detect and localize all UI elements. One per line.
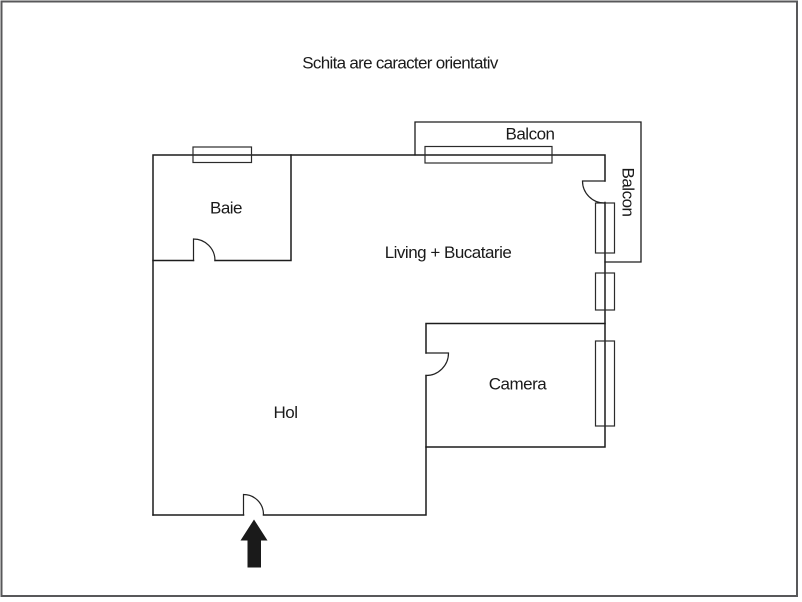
window-camera <box>594 340 616 427</box>
windows <box>192 145 616 427</box>
page-title: Schita are caracter orientativ <box>302 54 499 73</box>
door-baie <box>192 238 216 262</box>
entrance-arrow-icon <box>240 519 268 568</box>
window-balcony-top <box>424 145 553 164</box>
door-balcony <box>581 180 606 204</box>
apartment-walls <box>152 154 606 516</box>
wall-outline-upper <box>152 154 606 516</box>
baie-walls <box>152 154 292 262</box>
label-baie: Baie <box>210 199 242 218</box>
entrance-arrow-group <box>240 519 268 568</box>
balcony-outline <box>414 121 642 263</box>
label-living: Living + Bucatarie <box>385 243 512 262</box>
camera-walls <box>425 322 606 448</box>
door-entrance <box>242 493 265 516</box>
label-balcon-top: Balcon <box>506 125 555 144</box>
label-camera: Camera <box>489 375 548 394</box>
balcony-path <box>414 121 642 263</box>
labels: Schita are caracter orientativ Balcon Ba… <box>210 54 638 423</box>
window-right-small <box>594 272 616 311</box>
label-hol: Hol <box>273 403 297 422</box>
doors <box>192 180 606 516</box>
window-baie <box>192 146 253 164</box>
door-camera <box>425 352 450 377</box>
label-balcon-side: Balcon <box>619 168 638 217</box>
